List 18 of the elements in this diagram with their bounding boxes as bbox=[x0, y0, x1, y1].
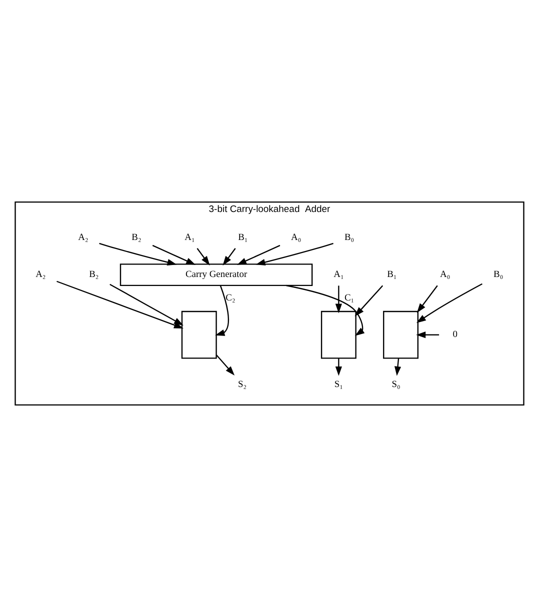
node-text: B₀ bbox=[494, 270, 504, 280]
edge-label: C₂ bbox=[226, 293, 236, 304]
node-text: B₀ bbox=[344, 232, 354, 242]
node-text: A₂ bbox=[36, 270, 46, 280]
node-text: S₂ bbox=[238, 380, 247, 390]
node-text: A₀ bbox=[291, 232, 302, 242]
node-text: A₁ bbox=[184, 232, 195, 242]
node-text: B₂ bbox=[132, 232, 142, 242]
node-text: B₁ bbox=[387, 270, 397, 280]
node-text: S₁ bbox=[334, 380, 343, 390]
node-text: A₁ bbox=[334, 270, 344, 280]
edge-label: C₁ bbox=[344, 293, 354, 304]
node-text: A₂ bbox=[78, 232, 88, 242]
node-text: B₂ bbox=[89, 270, 99, 280]
node-text: 0 bbox=[452, 330, 458, 340]
node-text: S₀ bbox=[392, 380, 400, 390]
node-text: B₁ bbox=[238, 232, 248, 242]
node-text: A₀ bbox=[440, 270, 450, 280]
